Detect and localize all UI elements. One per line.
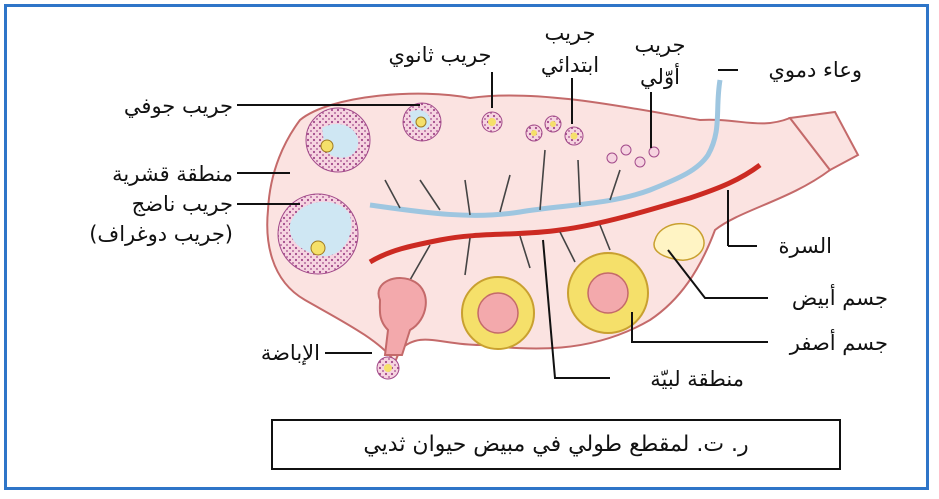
label-primary-follicle-1: جريب xyxy=(544,21,595,45)
label-ovulation: الإباضة xyxy=(261,341,320,365)
label-primordial-follicle-1: جريب xyxy=(634,33,685,57)
label-hilum: السرة xyxy=(778,234,832,258)
secondary-follicle xyxy=(403,103,441,141)
graafian-follicle xyxy=(278,194,358,274)
label-secondary-follicle: جريب ثانوي xyxy=(388,43,491,67)
label-blood-vessel: وعاء دموي xyxy=(768,58,862,82)
label-antral-follicle: جريب جوفي xyxy=(124,94,233,118)
antral-follicle xyxy=(306,108,370,172)
label-corpus-luteum: جسم أصفر xyxy=(789,329,888,356)
label-cortex: منطقة قشرية xyxy=(112,162,233,186)
caption-box: ر. ت. لمقطع طولي في مبيض حيوان ثديي xyxy=(271,419,841,470)
caption-text: ر. ت. لمقطع طولي في مبيض حيوان ثديي xyxy=(363,432,748,457)
label-primary-follicle-2: ابتدائي xyxy=(541,53,599,77)
label-medulla: منطقة لبيّة xyxy=(650,367,744,391)
label-corpus-albicans: جسم أبيض xyxy=(792,284,888,311)
label-mature-follicle: جريب ناضج xyxy=(132,192,233,216)
corpus-luteum xyxy=(568,253,648,333)
label-graafian-follicle: (جريب دوغراف) xyxy=(89,222,233,246)
developing-corpus-luteum xyxy=(462,277,534,349)
label-primordial-follicle-2: أوّلي xyxy=(640,63,680,89)
